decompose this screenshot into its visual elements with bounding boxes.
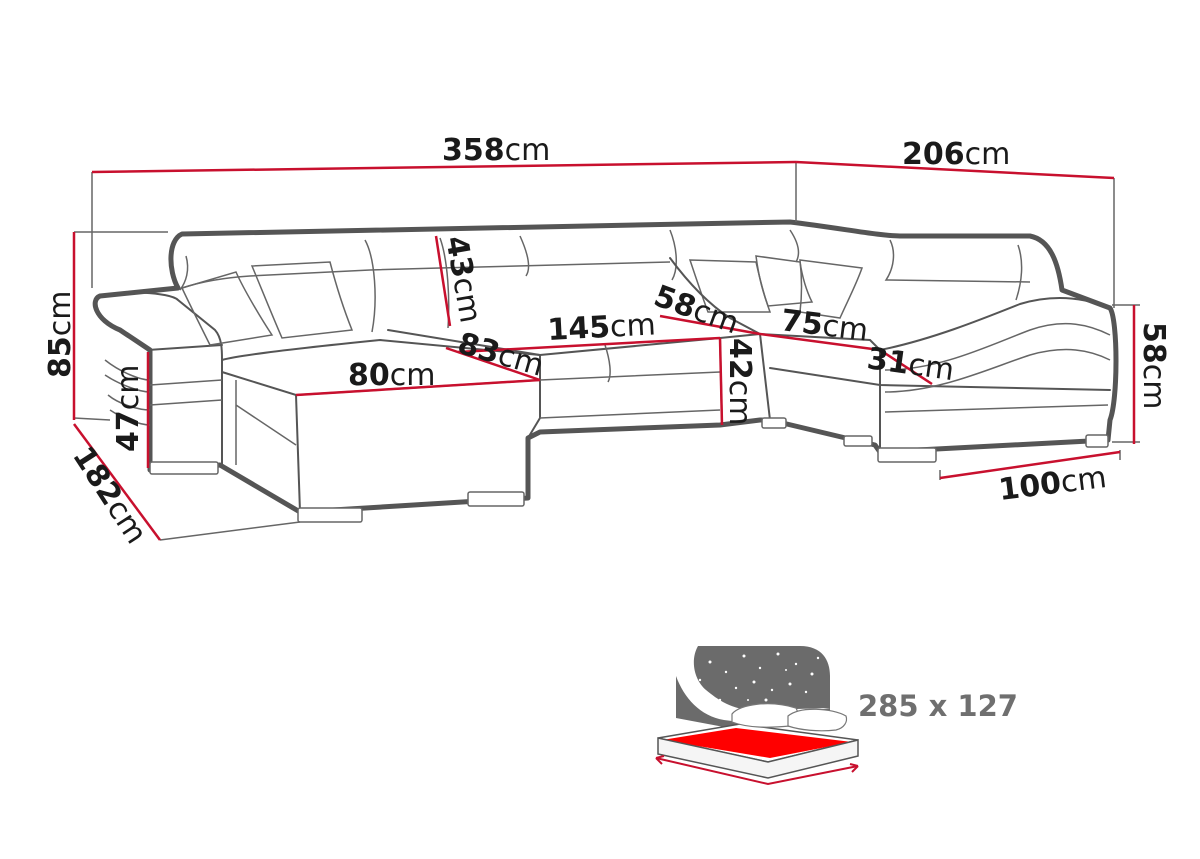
dim-right-seat-width: 75cm — [779, 303, 870, 348]
dim-right-height: 58cm — [1136, 322, 1171, 409]
dim-middle-seat-width: 145cm — [547, 307, 657, 348]
night-sky — [693, 646, 830, 711]
dim-total-height: 85cm — [43, 291, 78, 378]
pillow-icon — [787, 708, 848, 732]
dim-total-length: 358cm — [442, 133, 550, 168]
dim-seat-height: 42cm — [722, 338, 757, 425]
dim-armrest-width: 31cm — [865, 341, 956, 388]
sleeping-area-size: 285 x 127 — [858, 689, 1018, 723]
dim-seat-depth: 83cm — [454, 326, 548, 384]
dim-corner-depth: 58cm — [649, 279, 743, 342]
dimension-lines — [72, 160, 1140, 541]
dim-left-depth: 182cm — [65, 440, 153, 550]
dim-right-length: 206cm — [902, 137, 1010, 172]
sofa-illustration — [92, 219, 1119, 523]
stars-icon — [698, 652, 820, 702]
dim-chaise-width: 80cm — [348, 358, 435, 393]
dim-left-arm-height: 47cm — [111, 365, 146, 452]
bed-icon — [655, 646, 859, 786]
mattress — [662, 728, 852, 758]
dim-right-depth: 100cm — [997, 460, 1109, 508]
dim-back-height: 43cm — [438, 233, 488, 325]
